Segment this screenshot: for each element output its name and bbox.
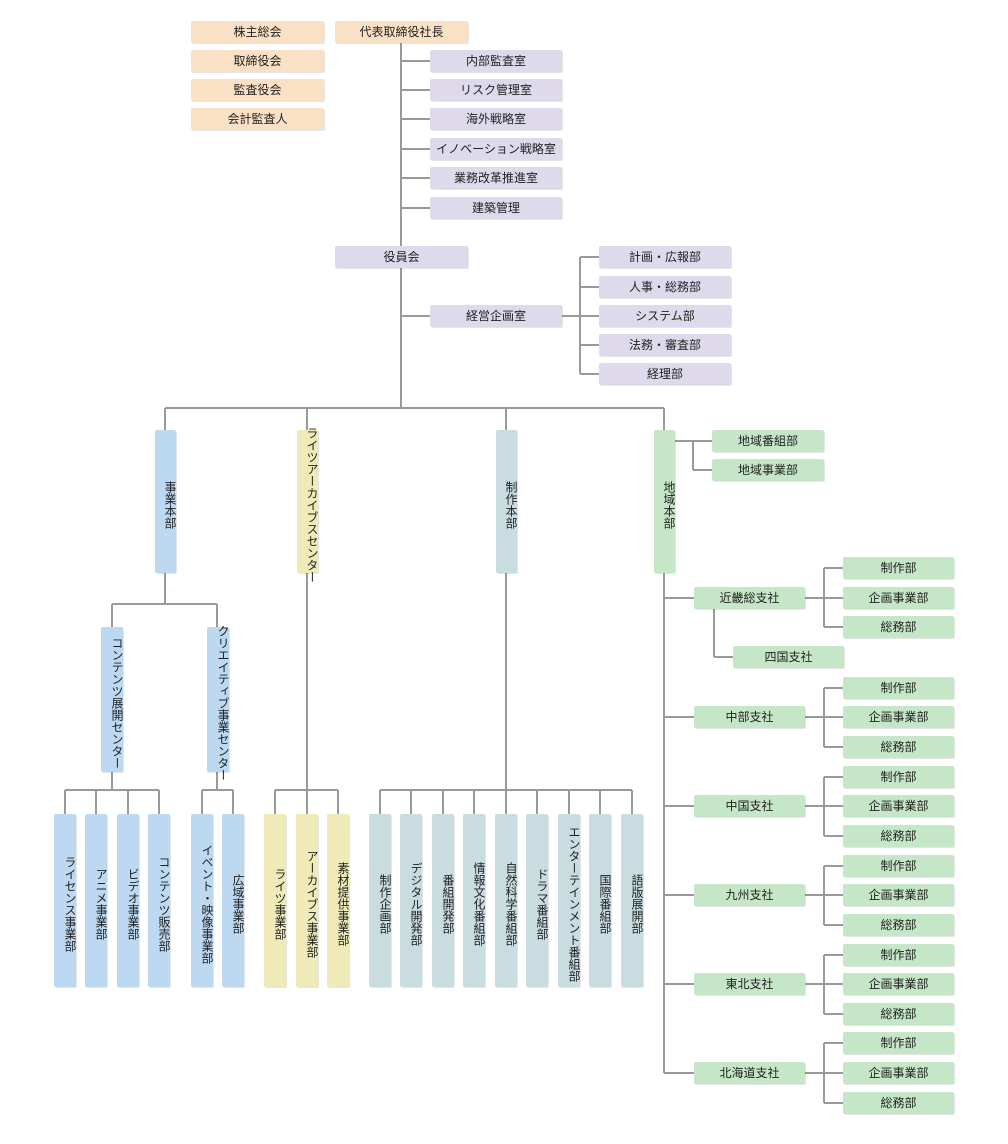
staff-office-construction: 建築管理 (430, 197, 562, 219)
planning-dept-accounting: 経理部 (599, 363, 731, 385)
staff-office-business-reform: 業務改革推進室 (430, 167, 562, 189)
kinki-dept-production: 制作部 (843, 557, 954, 579)
hokkaido-dept-planning: 企画事業部 (843, 1062, 954, 1084)
dept-wide-area: 広域事業部 (222, 814, 245, 987)
tohoku-dept-production: 制作部 (843, 944, 954, 966)
chubu-dept-planning: 企画事業部 (843, 706, 954, 728)
branch-chugoku: 中国支社 (694, 795, 805, 817)
tohoku-dept-planning: 企画事業部 (843, 973, 954, 995)
president-box: 代表取締役社長 (335, 21, 468, 43)
kinki-dept-general: 総務部 (843, 616, 954, 638)
planning-dept-pr: 計画・広報部 (599, 246, 731, 268)
dept-regional-business: 地域事業部 (712, 459, 824, 481)
chugoku-dept-planning: 企画事業部 (843, 795, 954, 817)
dept-event-video: イベント・映像事業部 (191, 814, 214, 987)
executive-board-box: 役員会 (335, 246, 468, 268)
kyushu-dept-planning: 企画事業部 (843, 884, 954, 906)
dept-archives: アーカイブス事業部 (296, 814, 319, 987)
planning-dept-system: システム部 (599, 305, 731, 327)
chugoku-dept-production: 制作部 (843, 766, 954, 788)
kinki-dept-planning: 企画事業部 (843, 587, 954, 609)
planning-office-box: 経営企画室 (430, 305, 562, 327)
tohoku-dept-general: 総務部 (843, 1003, 954, 1025)
kyushu-dept-production: 制作部 (843, 855, 954, 877)
hokkaido-dept-production: 制作部 (843, 1032, 954, 1054)
center-content-box: コンテンツ展開センター (101, 627, 124, 772)
dept-material-supply: 素材提供事業部 (327, 814, 350, 987)
branch-shikoku: 四国支社 (733, 646, 844, 668)
chugoku-dept-general: 総務部 (843, 825, 954, 847)
board-of-directors-box: 取締役会 (191, 50, 324, 72)
planning-dept-hr: 人事・総務部 (599, 276, 731, 298)
center-creative-box: クリエイティブ事業センター (207, 625, 230, 781)
dept-video: ビデオ事業部 (117, 814, 140, 987)
dept-drama-programs: ドラマ番組部 (526, 814, 549, 987)
dept-anime: アニメ事業部 (85, 814, 108, 987)
branch-kinki: 近畿総支社 (694, 587, 805, 609)
staff-office-innovation-strategy: イノベーション戦略室 (430, 138, 562, 160)
dept-program-dev: 番組開発部 (432, 814, 455, 987)
staff-office-internal-audit: 内部監査室 (430, 50, 562, 72)
dept-culture-programs: 情報文化番組部 (463, 814, 486, 987)
dept-content-sales: コンテンツ販売部 (148, 814, 171, 987)
division-rights-archives-box: ライツアーカイブスセンター (297, 427, 319, 583)
dept-language-versions: 語版展開部 (621, 814, 644, 987)
dept-international-programs: 国際番組部 (589, 814, 612, 987)
dept-production-planning: 制作企画部 (369, 814, 392, 987)
planning-dept-legal: 法務・審査部 (599, 334, 731, 356)
division-production-box: 制作本部 (496, 430, 518, 573)
branch-hokkaido: 北海道支社 (694, 1062, 805, 1084)
staff-office-overseas-strategy: 海外戦略室 (430, 108, 562, 130)
dept-rights: ライツ事業部 (264, 814, 287, 987)
audit-board-box: 監査役会 (191, 79, 324, 101)
chubu-dept-general: 総務部 (843, 736, 954, 758)
kyushu-dept-general: 総務部 (843, 914, 954, 936)
hokkaido-dept-general: 総務部 (843, 1092, 954, 1114)
branch-kyushu: 九州支社 (694, 884, 805, 906)
dept-entertainment-programs: エンターテインメント番組部 (558, 814, 581, 987)
dept-science-programs: 自然科学番組部 (495, 814, 518, 987)
dept-license: ライセンス事業部 (54, 814, 77, 987)
chubu-dept-production: 制作部 (843, 677, 954, 699)
accounting-auditor-box: 会計監査人 (191, 108, 324, 130)
division-business-box: 事業本部 (155, 430, 177, 573)
branch-tohoku: 東北支社 (694, 973, 805, 995)
shareholders-meeting-box: 株主総会 (191, 21, 324, 43)
branch-chubu: 中部支社 (694, 706, 805, 728)
division-regional-box: 地域本部 (654, 430, 676, 573)
staff-office-risk-management: リスク管理室 (430, 79, 562, 101)
dept-digital-dev: デジタル開発部 (400, 814, 423, 987)
dept-regional-programs: 地域番組部 (712, 430, 824, 452)
